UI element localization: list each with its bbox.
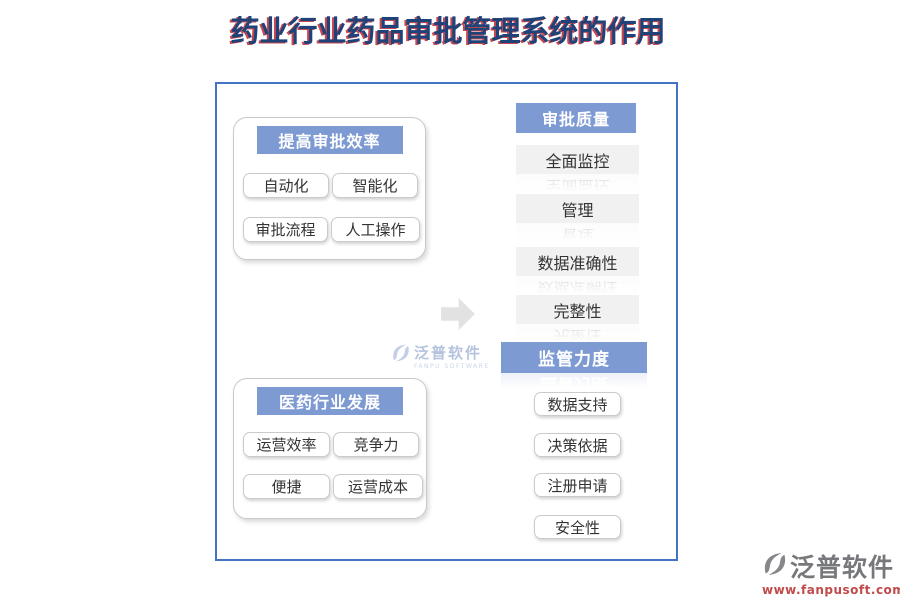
list-item: 管理 [516,194,639,223]
list-item: 安全性 [534,515,621,539]
watermark-brand-text: 泛普软件 [414,344,483,362]
group-header: 医药行业发展 [257,387,403,415]
page-title: 药业行业药品审批管理系统的作用 [230,14,666,48]
tag-item: 智能化 [332,173,418,198]
diagram-container: 提高审批效率 自动化 智能化 审批流程 人工操作 医药行业发展 运营效率 竞争力… [215,82,678,561]
fanpu-logo-icon [391,342,411,368]
watermark-logo: 泛普软件 FANPU SOFTWARE [391,342,501,370]
list-item: 全面监控 [516,145,639,174]
tag-item: 自动化 [243,173,329,198]
tag-item: 运营成本 [333,474,423,499]
right-arrow-icon [441,298,475,330]
watermark-subtitle-text: FANPU SOFTWARE [414,363,490,370]
list-item: 注册申请 [534,473,621,497]
tag-item: 竞争力 [333,432,419,457]
list-item: 决策依据 [534,433,621,457]
header-approval-quality: 审批质量 [516,103,636,133]
tag-item: 审批流程 [243,217,328,242]
fanpu-logo-icon [762,550,788,582]
tag-item: 人工操作 [331,217,420,242]
footer-brand-logo: 泛普软件 www.fanpusoft.com [762,548,900,597]
list-item: 数据准确性 [516,247,639,276]
group-pharma-industry-development: 医药行业发展 运营效率 竞争力 便捷 运营成本 [233,378,427,519]
header-regulatory-strength: 监管力度 [501,342,647,373]
group-approval-efficiency: 提高审批效率 自动化 智能化 审批流程 人工操作 [233,117,426,260]
tag-item: 便捷 [243,474,330,499]
tag-item: 运营效率 [243,432,330,457]
group-header: 提高审批效率 [256,126,403,154]
footer-brand-text: 泛普软件 [790,553,895,582]
list-item: 完整性 [516,295,639,324]
footer-url-text: www.fanpusoft.com [762,583,900,597]
list-item: 数据支持 [534,392,621,416]
